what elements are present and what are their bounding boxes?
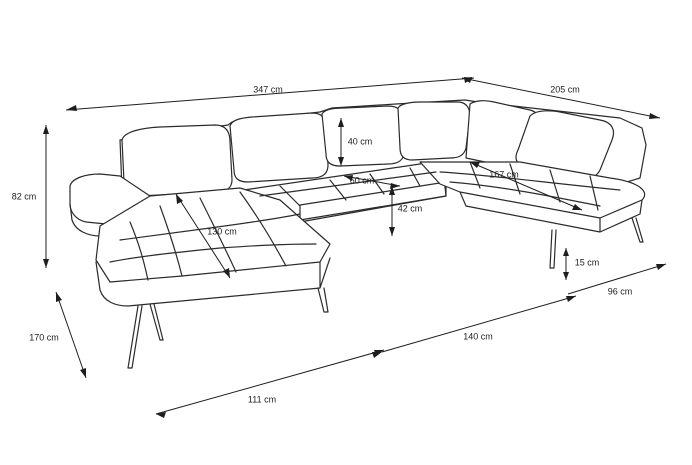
right-chaise-tufting xyxy=(439,161,621,211)
left-chaise-tufting xyxy=(109,191,317,281)
label-total-width: 347 cm xyxy=(253,84,283,95)
back-cushion-middle-left xyxy=(229,112,329,183)
dimension-line-seat-depth xyxy=(343,175,401,187)
back-cushion-left xyxy=(121,124,233,197)
label-right-depth: 96 cm xyxy=(607,286,633,297)
left-chaise-leg-2 xyxy=(127,305,143,369)
middle-seat-tufting xyxy=(259,167,437,207)
label-left-depth: 170 cm xyxy=(29,332,59,343)
right-chaise-front xyxy=(459,191,643,233)
label-seat-height: 42 cm xyxy=(397,203,423,214)
dimension-line-left-width xyxy=(155,349,385,415)
left-chaise-leg-1 xyxy=(317,287,329,313)
label-right-width: 205 cm xyxy=(550,84,580,95)
label-left-width: 111 cm xyxy=(247,394,277,405)
right-chaise-leg-2 xyxy=(631,217,644,243)
corner-sofa-drawing xyxy=(69,99,647,369)
dimension-arrowheads xyxy=(43,77,666,418)
dimension-line-left-chaise xyxy=(175,193,231,279)
label-right-chaise-length: 167 cm xyxy=(489,169,519,180)
left-chaise-front xyxy=(95,257,331,307)
label-leg-height: 15 cm xyxy=(574,257,600,268)
label-left-chaise-length: 130 cm xyxy=(207,226,237,237)
right-chaise-leg-1 xyxy=(549,229,557,269)
label-middle-length: 140 cm xyxy=(463,331,493,342)
dimension-line-right-width xyxy=(461,77,661,119)
dimension-line-right-depth xyxy=(567,263,667,295)
left-chaise-leg-3 xyxy=(149,303,164,341)
dimension-line-right-chaise xyxy=(469,161,583,211)
dimension-line-total-width xyxy=(65,77,475,111)
label-back-height: 40 cm xyxy=(347,136,373,147)
left-chaise-seat xyxy=(95,187,331,283)
back-cushion-middle-right xyxy=(397,101,471,161)
label-height: 82 cm xyxy=(11,191,37,202)
dimension-line-left-depth xyxy=(55,291,87,379)
dimension-line-middle-length xyxy=(381,295,577,353)
label-seat-depth: 60 cm xyxy=(349,175,375,186)
